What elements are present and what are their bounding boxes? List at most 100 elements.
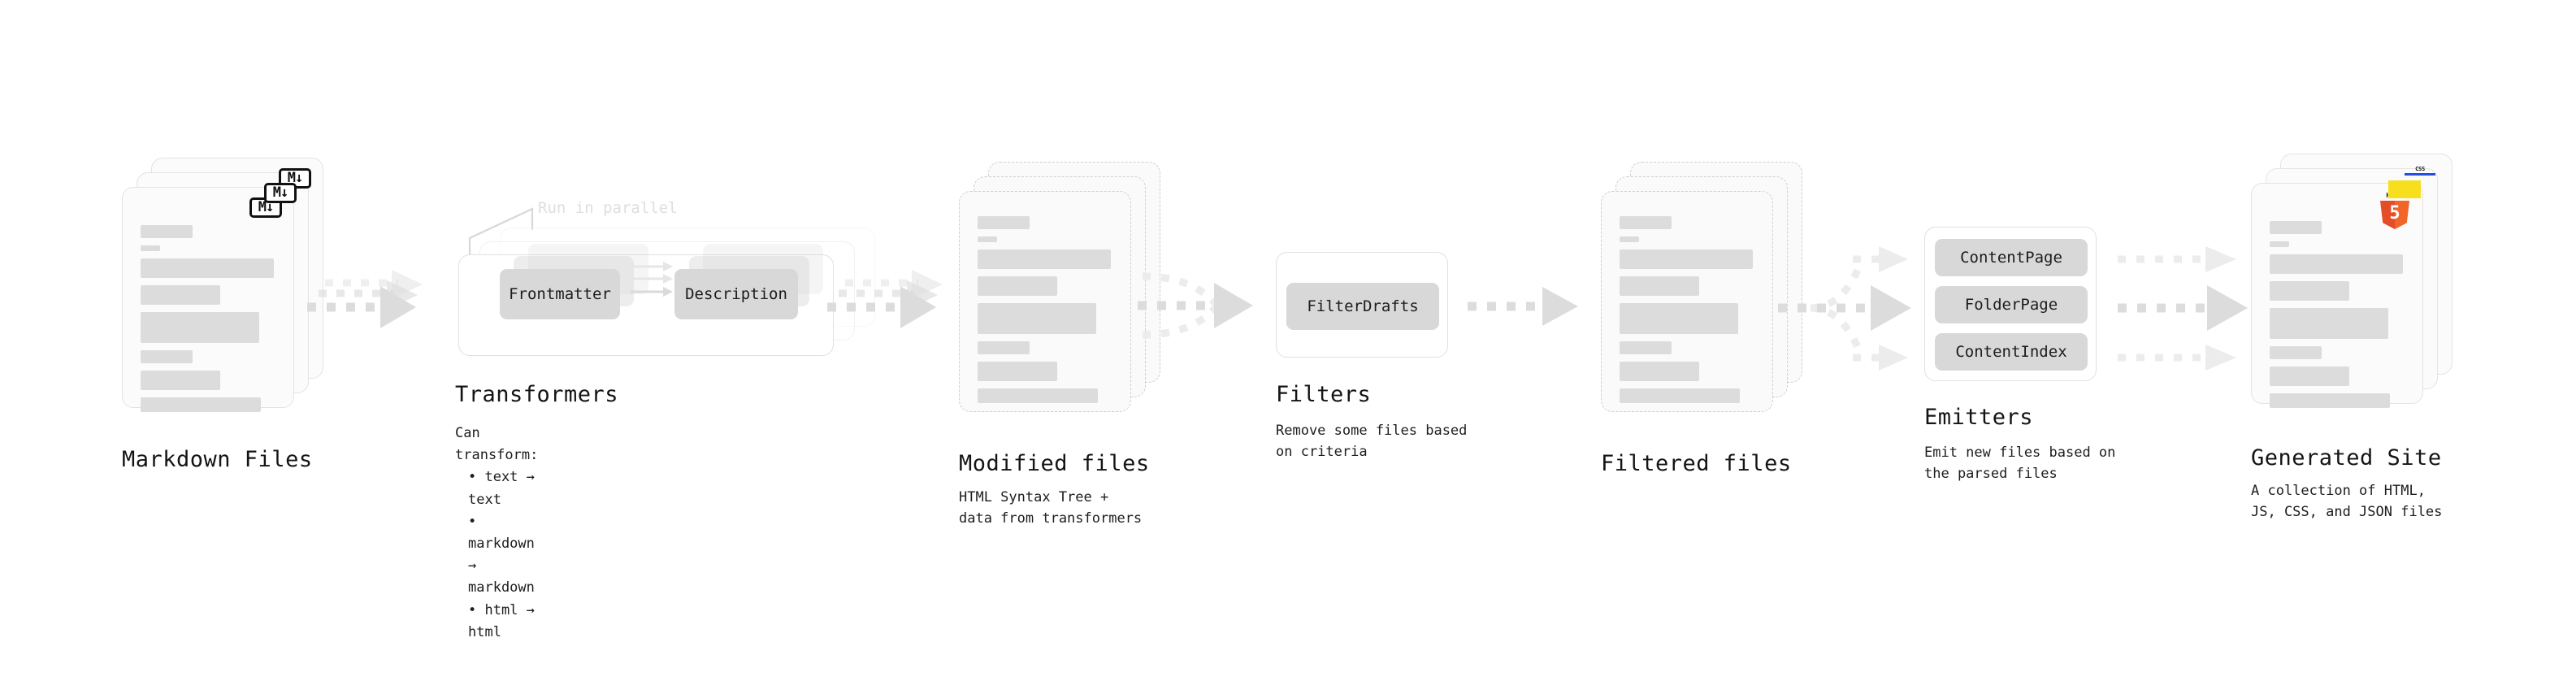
- stage-title-transformers: Transformers: [455, 382, 619, 407]
- dashed-arrow-stack-icon: [307, 270, 423, 328]
- transformer-inner-arrow-stack-icon: [631, 262, 673, 297]
- skeleton-bar: [2270, 281, 2349, 301]
- skeleton-bar: [978, 303, 1096, 334]
- skeleton-bars: [978, 216, 1114, 410]
- arrow-head: [1542, 287, 1578, 326]
- skeleton-bar: [978, 276, 1057, 296]
- markdown-badge-label: M↓: [264, 183, 297, 203]
- transformers-description-heading: Can transform:: [455, 425, 539, 464]
- skeleton-bar: [2270, 367, 2349, 386]
- emitter-chip-folderpage[interactable]: FolderPage: [1935, 286, 2088, 323]
- skeleton-bar: [1620, 303, 1738, 334]
- transformer-chip-label: Frontmatter: [509, 285, 611, 303]
- skeleton-bar: [2270, 308, 2388, 339]
- generated-card-front-html: HTML 5: [2251, 183, 2423, 408]
- css-badge-underline: [2405, 173, 2435, 176]
- skeleton-bar: [2270, 346, 2322, 359]
- skeleton-bar: [2270, 221, 2322, 234]
- arrow-head: [1214, 283, 1253, 328]
- connector-filtered-to-emitters: [1772, 232, 1934, 394]
- transformer-chip-frontmatter[interactable]: Frontmatter: [500, 269, 620, 319]
- stage-title-emitters: Emitters: [1924, 405, 2034, 430]
- filtered-card-front: [1601, 191, 1773, 412]
- skeleton-bar: [978, 362, 1057, 381]
- arrow-head: [2205, 246, 2236, 272]
- transformer-chip-description[interactable]: Description: [674, 269, 798, 319]
- skeleton-bar: [1620, 236, 1639, 242]
- skeleton-bar: [2270, 393, 2390, 408]
- js-badge: [2388, 180, 2421, 198]
- connector-filters-to-filtered: [1463, 280, 1601, 337]
- transformer-chip-label: Description: [685, 285, 787, 303]
- markdown-badge: M↓: [264, 183, 297, 203]
- connector-emitters-to-site: [2113, 232, 2283, 394]
- skeleton-bars: [141, 225, 277, 419]
- skeleton-bar: [141, 258, 274, 278]
- emitter-chip-label: ContentIndex: [1955, 343, 2067, 361]
- generated-site-description-line: A collection of HTML,: [2251, 483, 2426, 499]
- skeleton-bar: [141, 397, 261, 412]
- dashed-arrow-split-icon: [1778, 246, 1911, 371]
- skeleton-bars: [1620, 216, 1756, 410]
- skeleton-bar: [1620, 276, 1699, 296]
- filter-chip-filterdrafts[interactable]: FilterDrafts: [1286, 283, 1439, 330]
- skeleton-bar: [2270, 241, 2289, 247]
- connector-md-to-transformers: [302, 268, 457, 358]
- stage-title-generated-site: Generated Site: [2251, 445, 2442, 471]
- css-badge-label: CSS: [2415, 166, 2425, 172]
- connector-transformers-to-modified: [822, 268, 977, 358]
- css-badge-mark: CSS: [2405, 166, 2435, 176]
- skeleton-bar: [1620, 341, 1672, 354]
- skeleton-bar: [141, 245, 160, 251]
- transformers-description: Can transform: • text → text • markdown …: [455, 423, 538, 644]
- connector-modified-to-filters: [1130, 258, 1284, 364]
- js-badge-mark: [2388, 180, 2421, 198]
- modified-card-front: [959, 191, 1131, 412]
- arrow-head: [2207, 285, 2248, 331]
- html5-badge-number: 5: [2389, 203, 2400, 223]
- transformers-description-item: • html → html: [468, 601, 535, 640]
- filtered-file-stack: [1601, 162, 1812, 427]
- emitter-chip-contentindex[interactable]: ContentIndex: [1935, 333, 2088, 371]
- skeleton-bar: [978, 388, 1098, 403]
- dashed-arrow-stack-icon: [827, 270, 943, 328]
- skeleton-bar: [141, 225, 193, 238]
- skeleton-bars: [2270, 221, 2406, 415]
- skeleton-bar: [1620, 216, 1672, 229]
- markdown-file-stack: M↓ M↓ M↓: [122, 158, 333, 423]
- stage-title-modified-files: Modified files: [959, 451, 1150, 476]
- emitters-box: ContentPage FolderPage ContentIndex: [1924, 227, 2097, 381]
- emitters-description-line: Emit new files based on: [1924, 445, 2116, 461]
- arrow-head: [2205, 345, 2236, 371]
- skeleton-bar: [978, 216, 1030, 229]
- css-badge: CSS: [2405, 166, 2435, 176]
- arrow-head: [1879, 246, 1908, 272]
- skeleton-bar: [978, 341, 1030, 354]
- emitter-chip-label: ContentPage: [1960, 249, 2062, 267]
- arrow-head: [1871, 285, 1911, 331]
- filters-description-line: on criteria: [1276, 443, 1368, 460]
- dashed-arrow-parallel-icon: [2118, 246, 2248, 371]
- transformers-description-item: • text → text: [468, 469, 535, 508]
- arrow-head: [380, 286, 416, 328]
- arrow-head: [1879, 345, 1908, 371]
- arrow-head: [900, 286, 936, 328]
- generated-site-stack: CSS HTML 5: [2251, 154, 2470, 427]
- skeleton-bar: [2270, 254, 2403, 274]
- skeleton-bar: [1620, 249, 1753, 269]
- skeleton-bar: [1620, 362, 1699, 381]
- emitter-chip-contentpage[interactable]: ContentPage: [1935, 239, 2088, 276]
- skeleton-bar: [978, 249, 1111, 269]
- generated-site-description: A collection of HTML, JS, CSS, and JSON …: [2251, 481, 2442, 523]
- filters-description: Remove some files based on criteria: [1276, 421, 1467, 462]
- modified-files-description-line: HTML Syntax Tree +: [959, 489, 1109, 505]
- run-in-parallel-bracket-icon: [468, 207, 534, 264]
- modified-files-description-line: data from transformers: [959, 510, 1143, 527]
- skeleton-bar: [141, 350, 193, 363]
- dashed-arrow-single-icon: [1468, 287, 1578, 326]
- skeleton-bar: [1620, 388, 1740, 403]
- filter-chip-label: FilterDrafts: [1307, 297, 1419, 315]
- transformer-inner-arrows-icon: [1069, 0, 1125, 49]
- filters-box: FilterDrafts: [1276, 252, 1448, 358]
- stage-title-filters: Filters: [1276, 382, 1372, 407]
